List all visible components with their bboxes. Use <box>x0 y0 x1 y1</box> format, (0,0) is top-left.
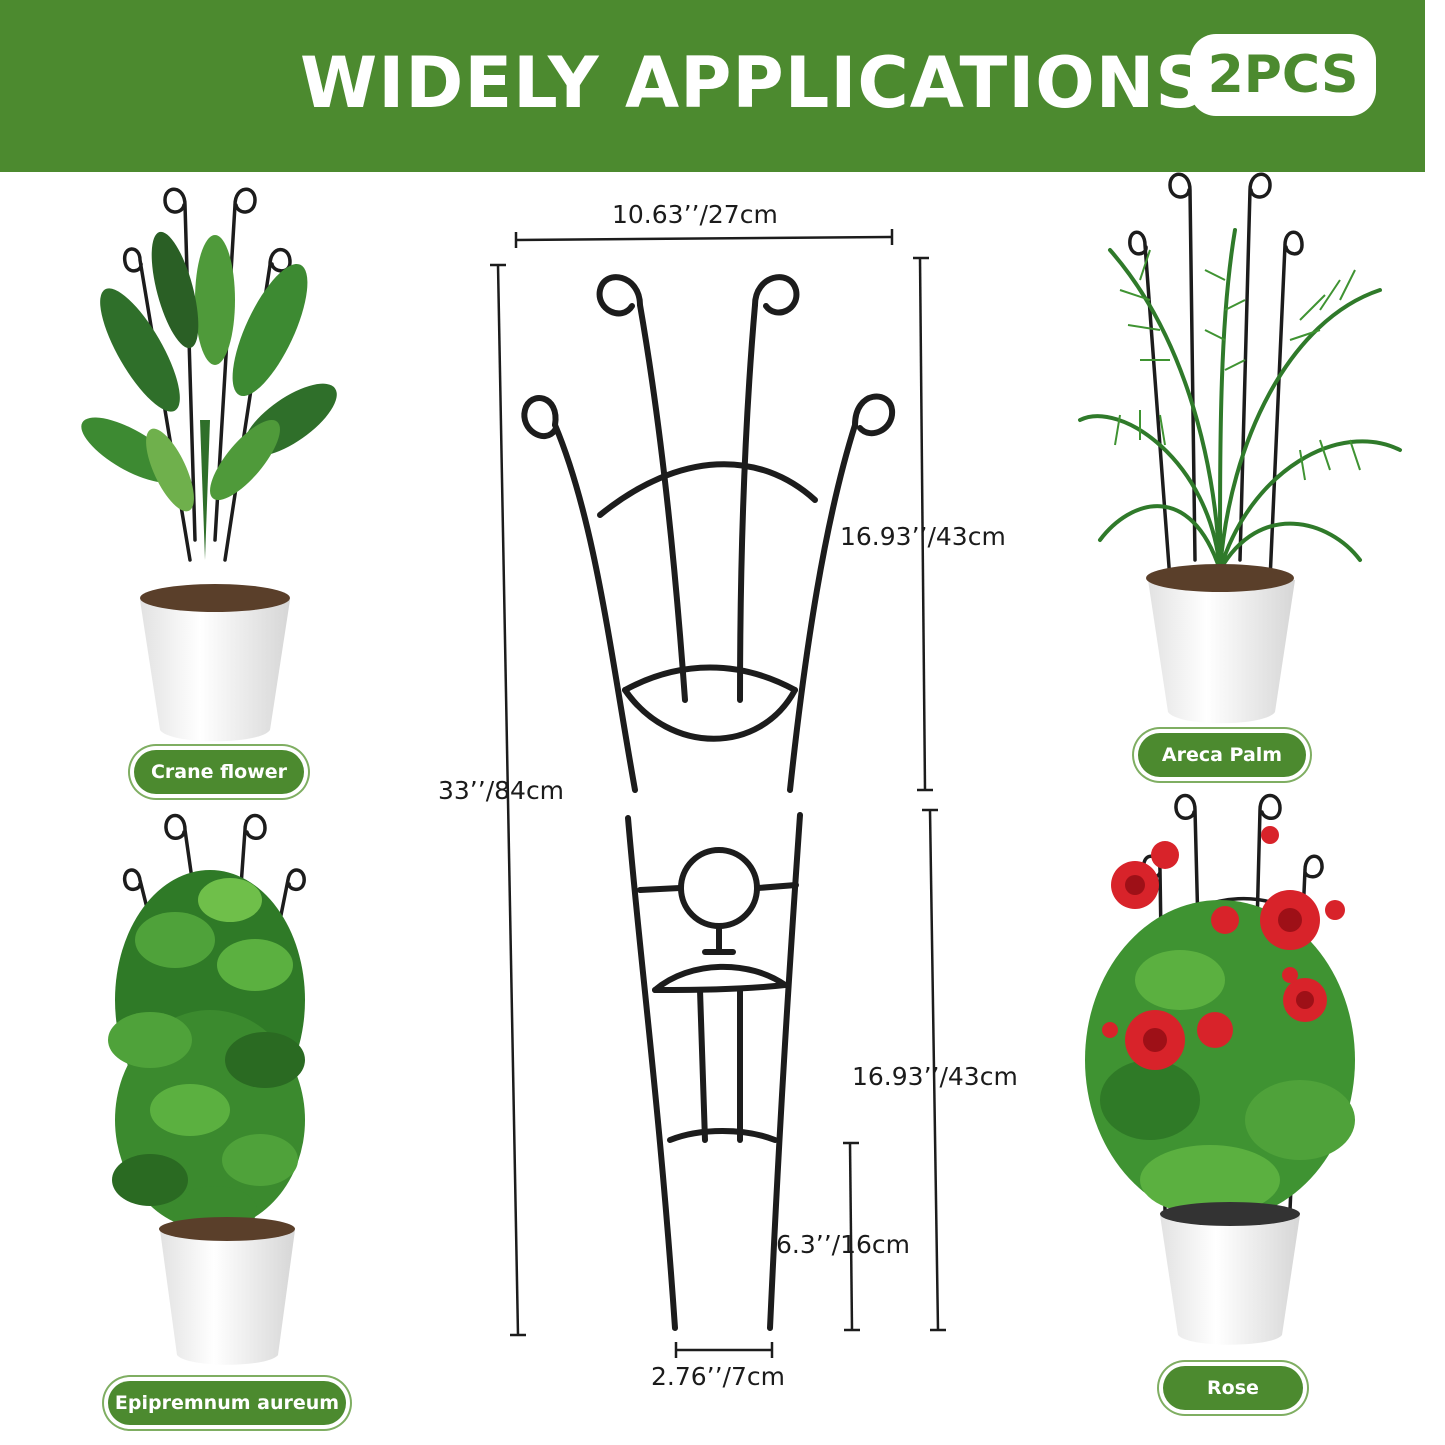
label-epipremnum-aureum: Epipremnum aureum <box>108 1381 346 1425</box>
quantity-badge: 2PCS <box>1190 34 1376 116</box>
dimension-lower-height: 16.93’’/43cm <box>852 1062 1018 1091</box>
epipremnum-plant <box>108 813 306 1365</box>
rose-foliage <box>1085 900 1355 1220</box>
dimension-lines <box>490 229 946 1358</box>
dimension-bottom-width: 2.76’’/7cm <box>651 1362 785 1391</box>
label-crane-flower: Crane flower <box>134 750 304 794</box>
dimension-top-width: 10.63’’/27cm <box>612 200 778 229</box>
label-areca-palm: Areca Palm <box>1138 733 1306 777</box>
pothos-foliage <box>108 870 305 1234</box>
dimension-spike-height: 6.3’’/16cm <box>776 1230 910 1259</box>
trellis-upper-section <box>521 274 896 793</box>
rose-plant <box>1085 793 1355 1345</box>
areca-palm-plant <box>1078 172 1402 724</box>
dimension-total-height: 33’’/84cm <box>438 776 565 805</box>
banner-title: WIDELY APPLICATIONS <box>300 42 1207 124</box>
dimension-upper-height: 16.93’’/43cm <box>840 522 1006 551</box>
crane-flower-plant <box>81 187 337 742</box>
header-banner: WIDELY APPLICATIONS 2PCS <box>0 0 1425 172</box>
label-rose: Rose <box>1163 1366 1303 1410</box>
trellis-lower-section <box>625 812 803 1331</box>
